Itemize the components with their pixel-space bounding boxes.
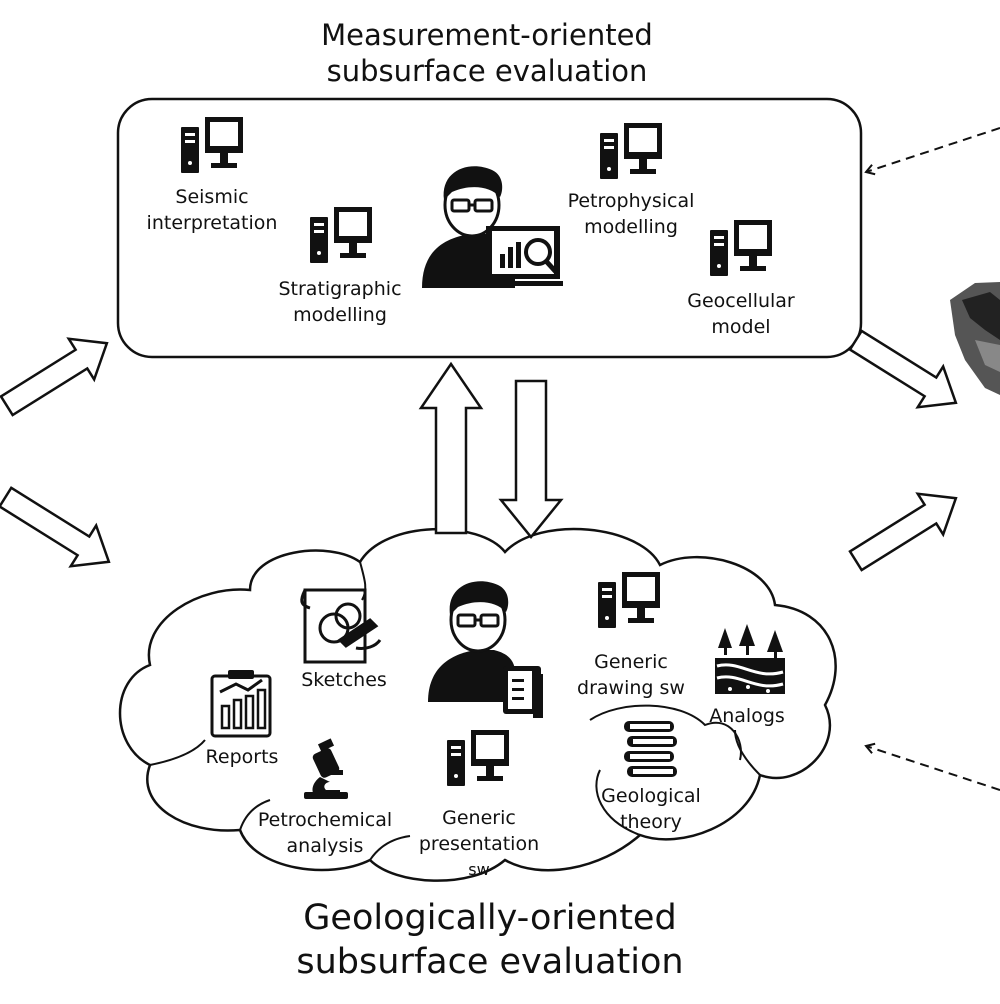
stratigraphic-label-line2: modelling (293, 304, 387, 326)
drawing-label-line1: Generic (594, 651, 668, 673)
presentation-label: Generic presentation sw (419, 805, 539, 883)
presentation-label-line1: Generic (442, 807, 516, 829)
report-icon (210, 670, 272, 738)
stratigraphic-label-line1: Stratigraphic (278, 278, 402, 300)
sketch-icon (300, 588, 382, 664)
analyst-with-screen-icon (422, 166, 563, 288)
geocellular-label: Geocellular model (687, 288, 795, 340)
analogs-label: Analogs (709, 705, 785, 727)
right-arrow-up (848, 492, 958, 572)
stratigraphic-label: Stratigraphic modelling (278, 276, 401, 328)
cloud-lobe-line (369, 835, 411, 861)
up-arrow (418, 361, 484, 535)
computer-icon (310, 207, 372, 263)
drawing-label-line2: drawing sw (577, 677, 685, 699)
geological-cloud (118, 527, 837, 882)
books-icon (624, 721, 677, 777)
landscape-icon (715, 624, 785, 694)
geocellular-label-line2: model (711, 316, 771, 338)
computer-icon (181, 117, 243, 173)
cloud-lobe-line (589, 704, 742, 761)
geocellular-label-line1: Geocellular (687, 290, 795, 312)
measurement-box (116, 97, 863, 359)
theory-label-line1: Geological (601, 785, 701, 807)
dashed-arrow-top (864, 127, 1000, 176)
right-arrow-down (848, 329, 958, 409)
top-title-line1: Measurement-oriented (321, 18, 653, 52)
petrophysical-label-line1: Petrophysical (567, 190, 695, 212)
petrophysical-label-line2: modelling (584, 216, 678, 238)
theory-label: Geological theory (601, 783, 701, 835)
computer-icon (710, 220, 772, 276)
reports-label: Reports (205, 746, 279, 768)
left-arrow-down (0, 486, 111, 568)
petrochemical-label-line1: Petrochemical (257, 809, 393, 831)
cloud-lobe-line (149, 739, 206, 766)
sketches-label: Sketches (301, 669, 387, 691)
petrochemical-label-line2: analysis (286, 835, 364, 857)
cloud-lobe-line (359, 561, 367, 601)
top-title-line2: subsurface evaluation (326, 54, 648, 88)
cloud-lobe-line (239, 799, 271, 831)
drawing-label: Generic drawing sw (577, 649, 685, 701)
presentation-label-line3: sw (468, 860, 490, 879)
dashed-arrow-bottom (864, 742, 1000, 791)
presentation-label-line2: presentation (418, 833, 540, 855)
cropped-image-fragment (950, 282, 1000, 395)
seismic-label: Seismic interpretation (147, 184, 278, 236)
seismic-label-line2: interpretation (146, 212, 278, 234)
top-title: Measurement-oriented subsurface evaluati… (321, 17, 653, 89)
down-arrow (498, 379, 564, 539)
microscope-icon (304, 738, 348, 799)
left-arrow-up (0, 337, 109, 417)
seismic-label-line1: Seismic (175, 186, 249, 208)
bottom-title-line2: subsurface evaluation (296, 942, 684, 982)
petrochemical-label: Petrochemical analysis (258, 807, 392, 859)
bottom-title-line1: Geologically-oriented (303, 898, 677, 938)
geologist-with-books-icon (428, 581, 543, 718)
theory-label-line2: theory (620, 811, 682, 833)
cloud-lobe-line (595, 769, 641, 836)
bottom-title: Geologically-oriented subsurface evaluat… (296, 896, 683, 984)
petrophysical-label: Petrophysical modelling (568, 188, 695, 240)
computer-icon (600, 123, 662, 179)
